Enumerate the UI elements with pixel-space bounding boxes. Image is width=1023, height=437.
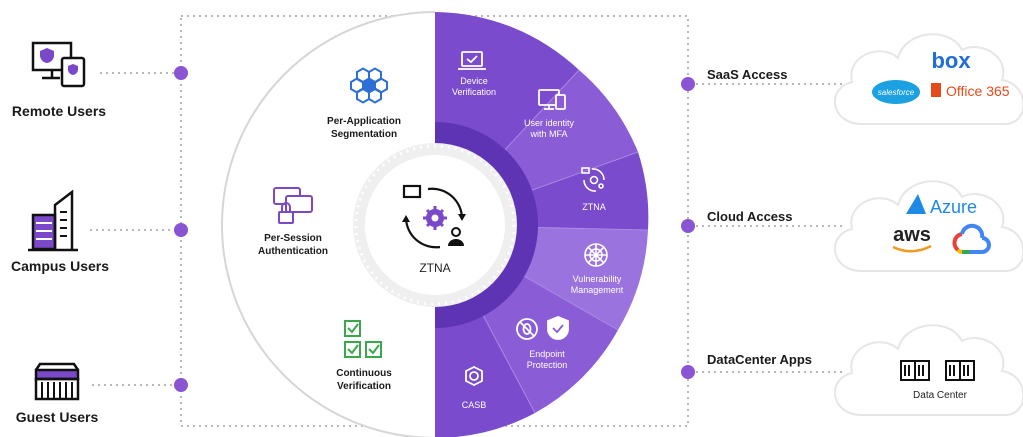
feature-segmentation-line2: Segmentation: [331, 129, 397, 140]
cloud-cloud-access: [834, 180, 1023, 272]
center-label: ZTNA: [419, 261, 450, 275]
segment-vuln-line2: Management: [571, 285, 624, 295]
office365-logo: Office 365: [946, 83, 1010, 99]
segment-endpoint-line1: Endpoint: [529, 349, 565, 359]
segment-ztna-line1: ZTNA: [582, 202, 606, 212]
dest-label-cloud: Cloud Access: [707, 209, 793, 224]
segment-mfa-line1: User identity: [524, 118, 575, 128]
bug-shield-icon: [516, 316, 569, 340]
aws-logo: aws: [893, 224, 931, 246]
feature-authentication-line2: Authentication: [258, 246, 328, 257]
cloud-saas: [834, 33, 1023, 125]
cloud-gear-icon: [465, 365, 483, 387]
google-cloud-icon: [952, 223, 991, 254]
laptop-check-icon: [458, 51, 486, 70]
azure-logo: Azure: [930, 197, 977, 217]
segment-casb-line1: CASB: [462, 400, 487, 410]
user-label-guest: Guest Users: [15, 409, 99, 425]
ztna-cycle-gear-user-icon: [402, 184, 466, 249]
segment-endpoint-line2: Protection: [527, 360, 568, 370]
feature-segmentation-line1: Per-Application: [327, 116, 401, 127]
chat-lock-icon: [273, 187, 313, 224]
feature-authentication-line1: Per-Session: [264, 233, 322, 244]
server-rack-icon: [900, 360, 975, 381]
box-logo: box: [931, 48, 971, 73]
ztna-small-icon: [581, 167, 605, 192]
segment-device-line2: Verification: [452, 87, 496, 97]
center-dotted-ring: [354, 144, 516, 306]
connector-dots: [174, 66, 695, 392]
feature-verification-line2: Verification: [337, 381, 391, 392]
office365-icon: [931, 83, 941, 97]
feature-verification-line1: Continuous: [336, 368, 392, 379]
monitor-phone-shield-icon: [31, 41, 86, 88]
dest-label-datacenter: DataCenter Apps: [707, 352, 812, 367]
segment-device-line1: Device: [460, 76, 488, 86]
office-building-icon: [28, 189, 78, 252]
right-connectors: [690, 83, 842, 373]
left-connectors: [90, 72, 178, 386]
monitor-mfa-icon: [538, 89, 566, 110]
segment-vuln-line1: Vulnerability: [573, 274, 622, 284]
user-label-campus: Campus Users: [10, 258, 110, 274]
datacenter-label: Data Center: [913, 390, 968, 401]
hexagon-cluster-icon: [350, 67, 388, 104]
storefront-icon: [34, 362, 80, 401]
user-label-remote: Remote Users: [11, 103, 107, 119]
salesforce-logo: salesforce: [878, 88, 915, 97]
left-half-disc: [221, 11, 436, 437]
aws-smile-icon: [892, 244, 932, 253]
radar-web-icon: [584, 243, 608, 267]
salesforce-logo-shape: [872, 80, 920, 104]
segment-mfa-line2: with MFA: [529, 129, 567, 139]
azure-icon: [906, 194, 926, 214]
checkbox-grid-icon: [344, 320, 382, 358]
dest-label-saas: SaaS Access: [707, 67, 788, 82]
